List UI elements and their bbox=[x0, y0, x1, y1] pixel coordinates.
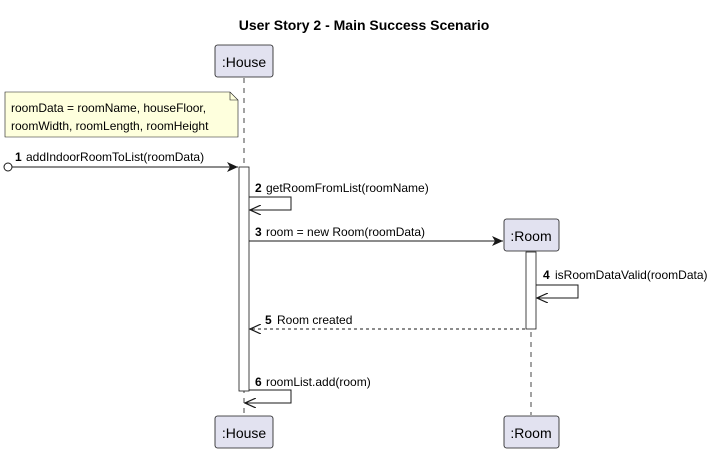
message-2: 2 getRoomFromList(roomName) bbox=[249, 181, 429, 210]
message-5-label: Room created bbox=[277, 313, 352, 327]
room-activation-bar bbox=[525, 251, 537, 330]
message-2-label: getRoomFromList(roomName) bbox=[266, 181, 429, 195]
message-6-number: 6 bbox=[255, 375, 262, 389]
message-1-number: 1 bbox=[15, 150, 22, 164]
message-6-label: roomList.add(room) bbox=[266, 375, 371, 389]
message-5-number: 5 bbox=[265, 313, 272, 327]
note-line-2: roomWidth, roomLength, roomHeight bbox=[11, 119, 209, 133]
message-4: 4 isRoomDataValid(roomData) bbox=[536, 268, 708, 298]
room-participant-label: :Room bbox=[510, 425, 551, 441]
house-activation-bar bbox=[238, 166, 250, 392]
room-participant-top: :Room bbox=[503, 218, 560, 252]
message-4-label: isRoomDataValid(roomData) bbox=[555, 268, 708, 282]
house-participant-top: :House bbox=[214, 44, 274, 78]
message-3-number: 3 bbox=[255, 225, 262, 239]
diagram-title: User Story 2 - Main Success Scenario bbox=[239, 17, 490, 33]
room-data-note: roomData = roomName, houseFloor, roomWid… bbox=[4, 91, 239, 138]
house-participant-label: :House bbox=[222, 425, 267, 441]
found-message-start-icon bbox=[3, 162, 13, 172]
house-participant-label: :House bbox=[222, 54, 267, 70]
message-4-number: 4 bbox=[543, 268, 550, 282]
message-1-label: addIndoorRoomToList(roomData) bbox=[26, 150, 204, 164]
message-2-number: 2 bbox=[255, 181, 262, 195]
house-participant-bottom: :House bbox=[214, 415, 274, 449]
message-5: 5 Room created bbox=[250, 313, 525, 329]
room-participant-bottom: :Room bbox=[503, 415, 560, 449]
note-line-1: roomData = roomName, houseFloor, bbox=[11, 101, 206, 115]
message-3: 3 room = new Room(roomData) bbox=[249, 225, 503, 246]
message-3-label: room = new Room(roomData) bbox=[266, 225, 425, 239]
message-6: 6 roomList.add(room) bbox=[245, 375, 371, 403]
message-1: 1 addIndoorRoomToList(roomData) bbox=[3, 150, 238, 172]
room-participant-label: :Room bbox=[510, 228, 551, 244]
